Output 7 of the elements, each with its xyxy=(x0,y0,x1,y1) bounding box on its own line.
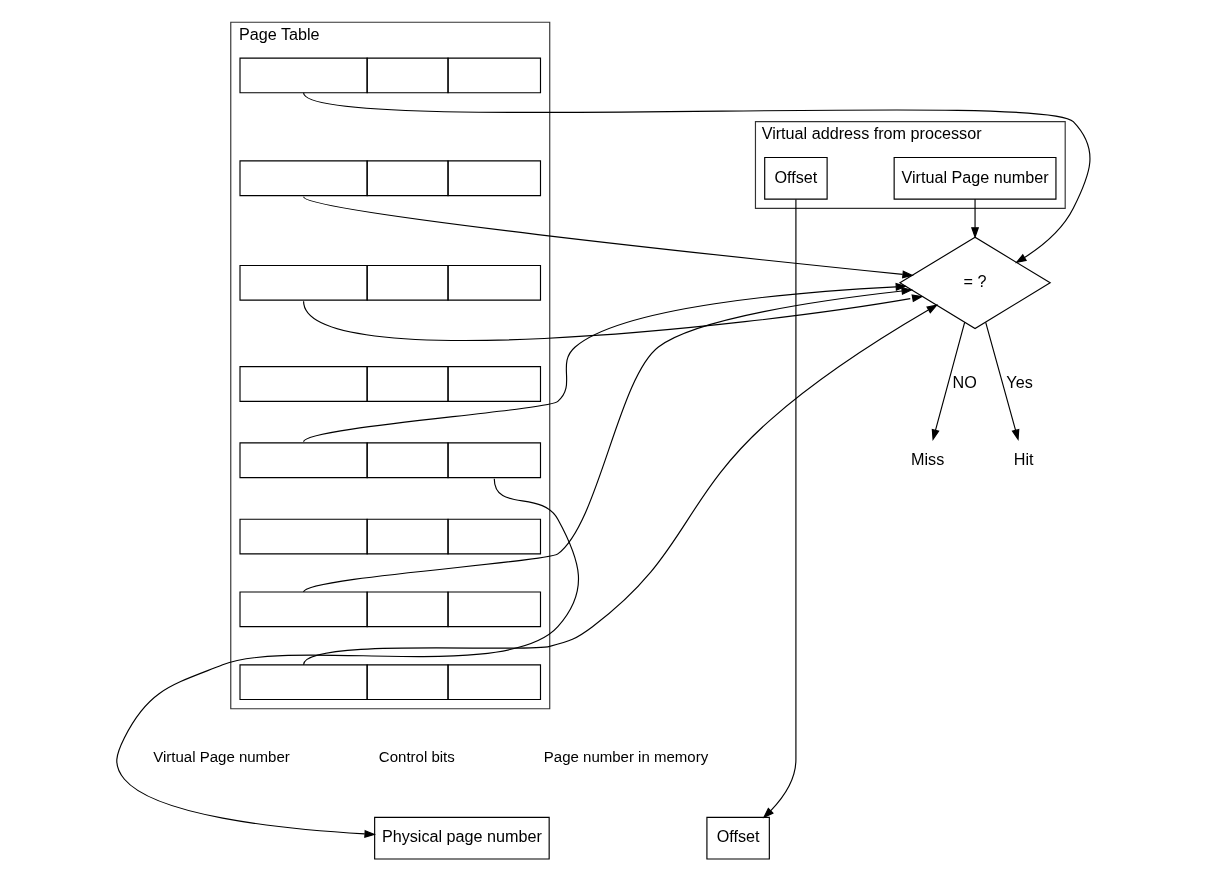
label: Page number in memory xyxy=(543,748,709,766)
edge-label: NO xyxy=(952,373,977,392)
label: Control bits xyxy=(378,748,455,766)
node-text: Hit xyxy=(1013,449,1034,468)
edge-label: Yes xyxy=(1006,373,1033,392)
node-text: Miss xyxy=(911,449,945,468)
label: Virtual Page number xyxy=(153,748,290,766)
